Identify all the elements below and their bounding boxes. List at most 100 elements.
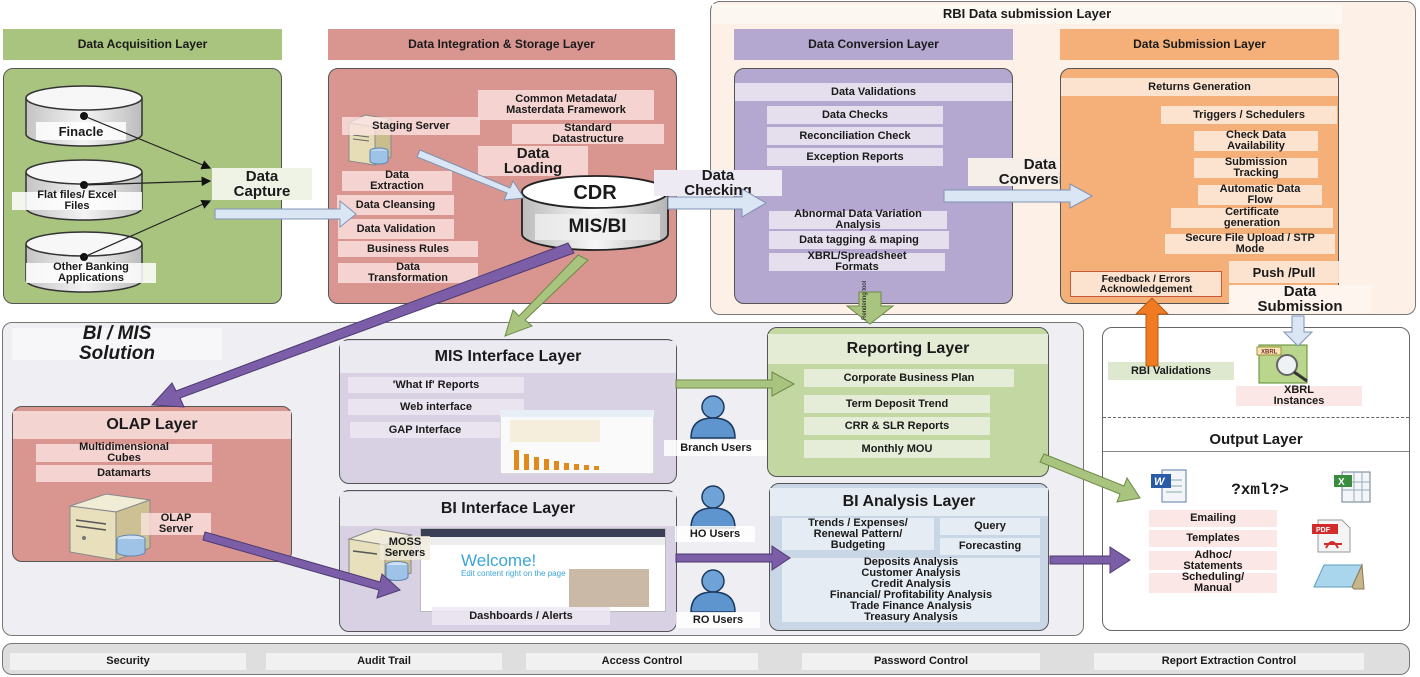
welcome-subtitle: Edit content right on the page xyxy=(461,569,566,578)
bi-query-label: Query xyxy=(974,520,1006,532)
dashboards-alerts: Dashboards / Alerts xyxy=(432,607,610,625)
sub-tracking-label: Submission Tracking xyxy=(1224,156,1288,179)
format-abnormal-variation: Abnormal Data Variation Analysis xyxy=(769,208,947,231)
report-crr-slr-label: CRR & SLR Reports xyxy=(844,419,950,432)
step-cleansing-label: Data Cleansing xyxy=(355,198,436,211)
rbi-header: RBI Data submission Layer xyxy=(712,4,1342,24)
bi-trends: Trends / Expenses/ Renewal Pattern/ Budg… xyxy=(782,516,934,551)
pdf-icon: PDF xyxy=(1312,519,1351,553)
dashboards-alerts-label: Dashboards / Alerts xyxy=(469,609,573,622)
check-exception-reports: Exception Reports xyxy=(767,148,943,166)
step-transformation-label: Data Transformation xyxy=(367,261,449,284)
pdf-badge: PDF xyxy=(1316,527,1331,534)
analysis-financial: Financial/ Profitability Analysis xyxy=(829,589,993,601)
step-transformation: Data Transformation xyxy=(338,261,478,284)
analysis-customer: Customer Analysis xyxy=(861,567,961,579)
step-cleansing: Data Cleansing xyxy=(337,195,454,215)
branch-users: Branch Users xyxy=(664,440,768,456)
report-monthly-mou-label: Monthly MOU xyxy=(861,442,933,455)
check-data-checks-label: Data Checks xyxy=(821,108,889,121)
olap-server-label: OLAP Server xyxy=(158,512,194,535)
bi-analysis-list: Deposits Analysis Customer Analysis Cred… xyxy=(782,557,1040,623)
mis-gap-interface-label: GAP Interface xyxy=(388,423,462,436)
bi-forecasting: Forecasting xyxy=(940,538,1040,555)
reporting-header-text: Reporting Layer xyxy=(846,339,970,357)
sub-certificate: Certificate generation xyxy=(1171,207,1333,229)
staging-server-label: Staging Server xyxy=(372,119,450,132)
sub-check-availability: Check Data Availability xyxy=(1194,129,1318,152)
olap-cubes-label: Multidimensional Cubes xyxy=(79,441,169,464)
source-other-apps-label: Other Banking Applications xyxy=(53,261,129,284)
step-extraction-label: Data Extraction xyxy=(370,169,424,192)
data-submission-label: Data Submission xyxy=(1229,284,1371,314)
branch-user-icon xyxy=(690,395,736,439)
output-templates: Templates xyxy=(1149,530,1277,547)
welcome-title: Welcome! xyxy=(461,551,537,570)
returns-generation: Returns Generation xyxy=(1061,78,1338,96)
check-data-checks: Data Checks xyxy=(767,106,943,124)
acquisition-header-text: Data Acquisition Layer xyxy=(77,37,208,52)
metadata-framework: Common Metadata/ Masterdata Framework xyxy=(478,90,654,120)
output-scheduling: Scheduling/ Manual xyxy=(1149,572,1277,594)
control-access-label: Access Control xyxy=(601,655,683,667)
source-flatfiles: Flat files/ Excel Files xyxy=(12,190,142,212)
olap-server: OLAP Server xyxy=(141,513,211,535)
mis-interface-header: MIS Interface Layer xyxy=(340,341,676,373)
conversion-header-text: Data Conversion Layer xyxy=(808,37,939,52)
mis-gap-interface: GAP Interface xyxy=(350,422,500,438)
source-finacle-label: Finacle xyxy=(58,123,104,139)
olap-header: OLAP Layer xyxy=(13,411,291,439)
data-checking-text: Data Checking xyxy=(684,167,752,199)
bimis-title: BI / MIS Solution xyxy=(12,324,222,363)
svg-text:W: W xyxy=(1154,476,1166,488)
xbrl-instances-label: XBRL Instances xyxy=(1273,384,1325,407)
xbrl-badge: XBRL xyxy=(1261,350,1278,356)
sub-check-availability-label: Check Data Availability xyxy=(1226,129,1286,152)
bi-analysis-header: BI Analysis Layer xyxy=(770,488,1048,516)
rbi-validations-label: RBI Validations xyxy=(1130,364,1212,377)
output-adhoc-label: Adhoc/ Statements xyxy=(1183,548,1243,572)
check-exception-reports-label: Exception Reports xyxy=(806,150,904,163)
data-checking-label: Data Checking xyxy=(654,167,782,199)
format-xbrl-spreadsheet: XBRL/Spreadsheet Formats xyxy=(769,251,945,273)
xbrl-instances: XBRL Instances xyxy=(1236,384,1362,407)
olap-header-text: OLAP Layer xyxy=(106,415,198,433)
output-emailing-label: Emailing xyxy=(1190,512,1236,524)
bi-trends-label: Trends / Expenses/ Renewal Pattern/ Budg… xyxy=(808,516,908,551)
data-capture-label: Data Capture xyxy=(212,168,312,200)
report-crr-slr: CRR & SLR Reports xyxy=(804,417,990,435)
output-adhoc: Adhoc/ Statements xyxy=(1149,548,1277,572)
data-capture-text: Data Capture xyxy=(233,168,291,200)
bi-interface-header-text: BI Interface Layer xyxy=(440,499,576,517)
word-doc-icon: W xyxy=(1151,469,1187,503)
output-emailing: Emailing xyxy=(1149,510,1277,527)
step-business-rules-label: Business Rules xyxy=(367,242,449,255)
branch-users-label: Branch Users xyxy=(680,441,752,454)
staging-server: Staging Server xyxy=(342,117,480,135)
submission-header: Data Submission Layer xyxy=(1060,29,1339,60)
sub-triggers-label: Triggers / Schedulers xyxy=(1193,108,1305,121)
check-reconciliation-label: Reconciliation Check xyxy=(799,129,911,142)
format-abnormal-variation-label: Abnormal Data Variation Analysis xyxy=(794,208,922,231)
sub-tracking: Submission Tracking xyxy=(1194,156,1318,179)
olap-cubes: Multidimensional Cubes xyxy=(36,441,212,464)
xbrl-magnifier-icon: XBRL xyxy=(1256,344,1308,384)
bimis-title-text: BI / MIS Solution xyxy=(79,323,155,364)
source-other-apps: Other Banking Applications xyxy=(26,261,156,284)
control-report-extraction: Report Extraction Control xyxy=(1094,653,1364,670)
control-report-extraction-label: Report Extraction Control xyxy=(1161,655,1297,667)
svg-text:X: X xyxy=(1338,477,1345,488)
submission-header-text: Data Submission Layer xyxy=(1133,37,1266,52)
xml-label: ?xml?> xyxy=(1210,478,1310,502)
control-password-label: Password Control xyxy=(873,655,969,667)
sub-secure-upload: Secure File Upload / STP Mode xyxy=(1165,233,1335,255)
ro-users-label: RO Users xyxy=(692,613,744,626)
sub-triggers: Triggers / Schedulers xyxy=(1161,106,1337,124)
sub-auto-flow: Automatic Data Flow xyxy=(1198,184,1322,206)
mis-interface-header-text: MIS Interface Layer xyxy=(434,347,582,365)
bi-forecasting-label: Forecasting xyxy=(958,540,1022,552)
mis-web-interface-label: Web interface xyxy=(400,400,472,413)
xml-label-text: ?xml?> xyxy=(1231,480,1289,499)
mis-what-if-label: 'What If' Reports xyxy=(392,378,480,391)
control-access: Access Control xyxy=(526,653,758,670)
